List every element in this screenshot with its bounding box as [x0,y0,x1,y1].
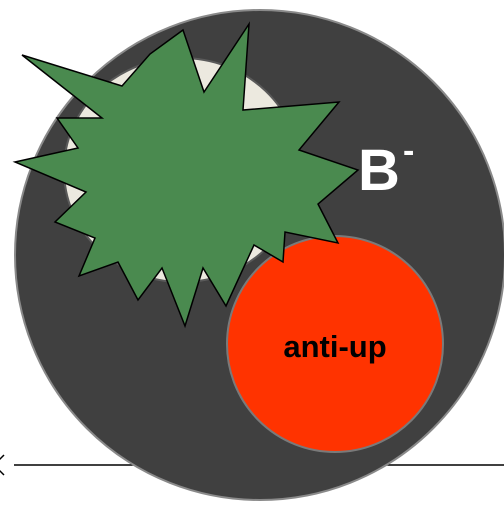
particle-symbol: B [358,138,400,203]
particle-charge: - [403,132,414,170]
anti-up-quark-label: anti-up [283,329,386,364]
arrow-head-icon [0,455,4,475]
